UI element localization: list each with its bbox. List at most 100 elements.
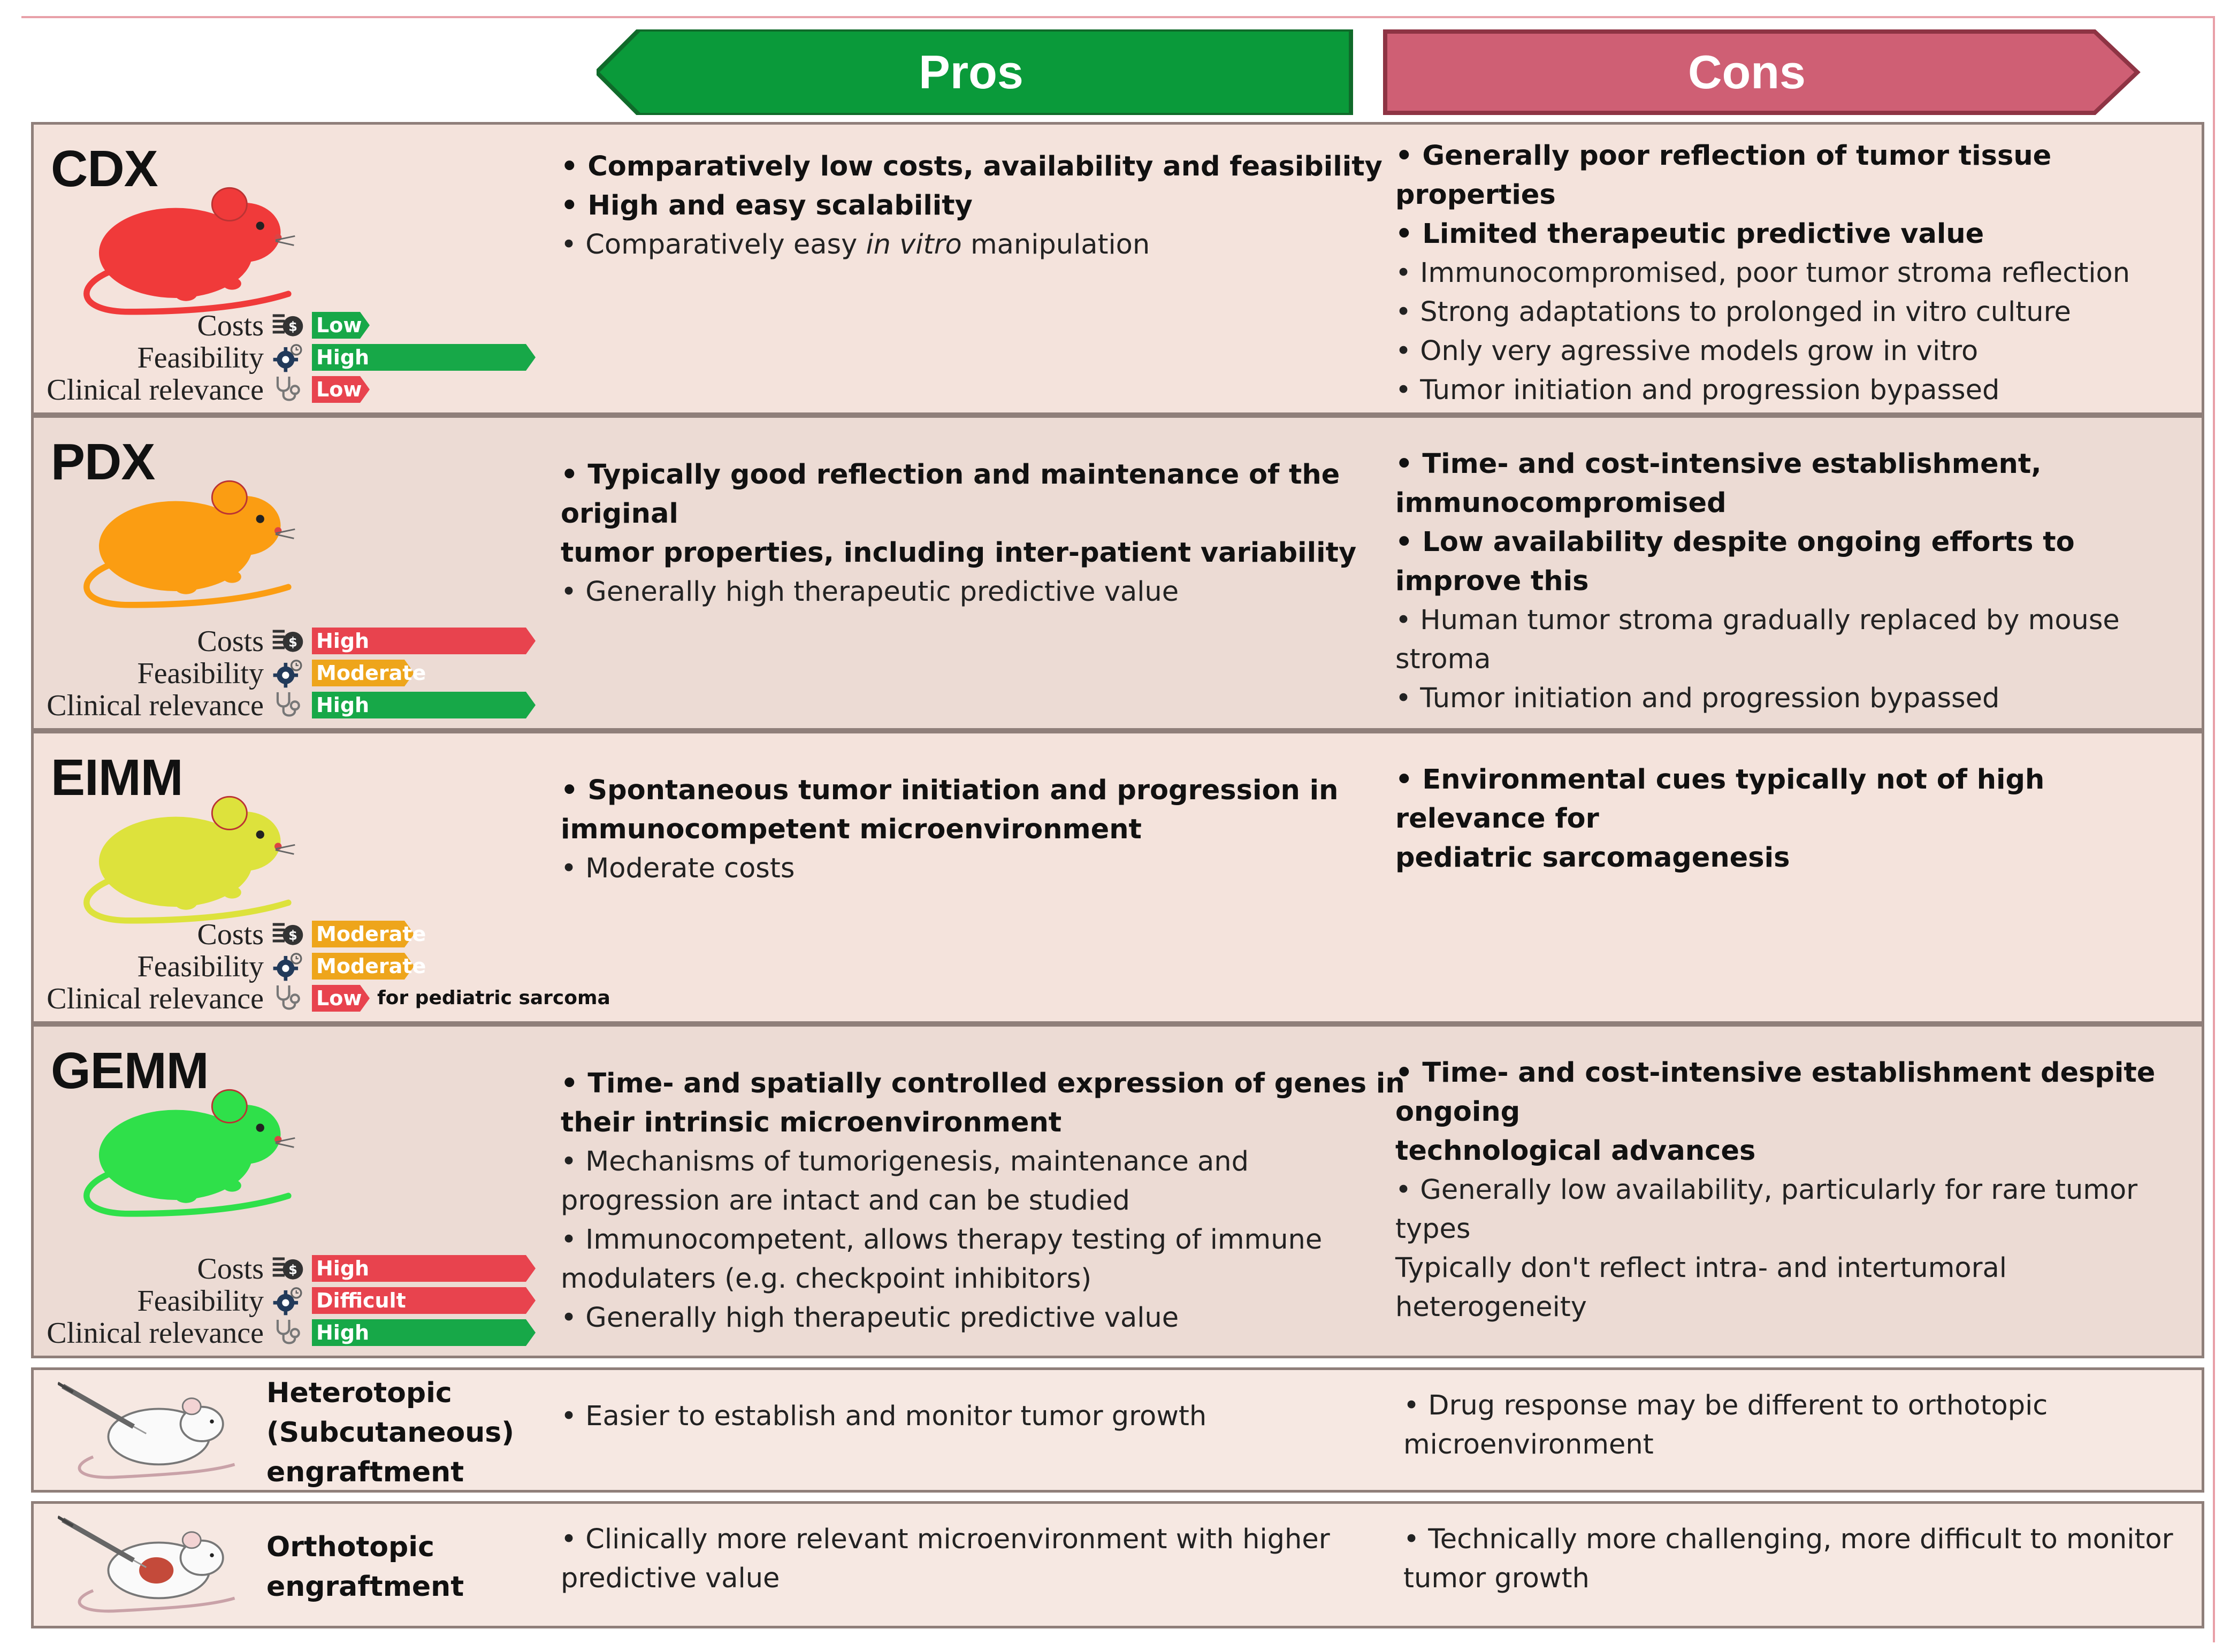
bullet-text: • Comparatively low costs, availability … [561,151,1382,182]
level-bar-clinical [312,692,536,718]
bullet-text: • Strong adaptations to prolonged in vit… [1395,296,2071,328]
bullet-text: tumor properties, including inter-patien… [561,537,1357,569]
level-label-costs: Low [316,313,362,337]
metric-label-clinical: Clinical relevance [47,1317,264,1350]
level-label-costs: High [316,629,370,653]
level-bar-feasibility [312,660,414,686]
level-label-feasibility: Difficult [316,1289,406,1312]
gear-icon [273,344,302,372]
bullet-text: • Spontaneous tumor initiation and progr… [561,775,1339,806]
pros-list: • Time- and spatially controlled express… [561,1064,1406,1337]
level-bar-feasibility [312,953,414,980]
mouse-icon [83,187,295,315]
pros-list: • Easier to establish and monitor tumor … [561,1397,1406,1436]
mouse-icon [83,1089,295,1217]
model-title: GEMM [51,1042,209,1099]
metric-label-feasibility: Feasibility [137,1284,264,1318]
bullet-text: • Generally low availability, particular… [1395,1174,2138,1245]
level-bar-clinical [312,985,370,1012]
stethoscope-icon [276,985,300,1010]
title-line: Orthotopic [266,1531,434,1563]
bullet-text: their intrinsic microenvironment [561,1107,1062,1138]
bullet-text: • Moderate costs [561,853,795,884]
pros-list: • Typically good reflection and maintena… [561,455,1406,611]
metric-label-clinical: Clinical relevance [47,982,264,1015]
syringe-mouse-icon [58,1515,235,1613]
level-bar-clinical [312,376,370,403]
engraftment-row-1: Orthotopic engraftment • Clinically more r… [31,1501,2204,1628]
pros-list: • Spontaneous tumor initiation and progr… [561,771,1406,888]
cons-header-label: Cons [1688,45,1806,98]
engraftment-title: Heterotopic (Subcutaneous) engraftment [266,1373,514,1492]
level-bar-costs [312,1255,536,1282]
figure-frame [21,16,2215,1642]
cons-header-arrow [1383,29,2141,115]
bullet-text: • Tumor initiation and progression bypas… [1395,683,2000,714]
level-bar-costs [312,312,370,339]
bullet-text: tumor growth [1403,1563,1590,1594]
engraftment-row-0: Heterotopic (Subcutaneous) engraftment • Ea… [31,1367,2204,1493]
model-title: EIMM [51,749,184,806]
bullet-text: • Typically good reflection and maintena… [561,459,1340,530]
svg-text:$: $ [288,1262,297,1277]
bullet-text: • Clinically more relevant microenvironm… [561,1524,1330,1555]
model-title: CDX [51,140,158,197]
bullet-text: • Low availability despite ongoing effor… [1395,526,2075,597]
bullet-text: • Generally poor reflection of tumor tis… [1395,140,2052,211]
bullet-text: • Immunocompetent, allows therapy testin… [561,1224,1323,1256]
level-label-clinical: High [316,1321,370,1344]
text-segment: manipulation [961,229,1150,261]
level-label-costs: High [316,1257,370,1280]
cons-list: • Generally poor reflection of tumor tis… [1395,136,2198,410]
mouse-icon [83,796,295,924]
title-line: Heterotopic [266,1377,452,1409]
title-line: (Subcutaneous) [266,1417,514,1449]
title-line: engraftment [266,1456,464,1488]
level-label-clinical: High [316,693,370,717]
bullet-text: progression are intact and can be studie… [561,1185,1130,1217]
gear-icon [273,953,302,981]
title-line: engraftment [266,1571,464,1603]
bullet-text: technological advances [1395,1135,1756,1167]
bullet-text: immunocompetent microenvironment [561,814,1142,845]
metric-label-clinical: Clinical relevance [47,373,264,407]
level-bar-feasibility [312,1287,536,1314]
cons-list: • Environmental cues typically not of hi… [1395,760,2198,877]
syringe-mouse-icon [58,1381,235,1479]
bullet-text: • Mechanisms of tumorigenesis, maintenan… [561,1146,1249,1177]
bullet-text: • Comparatively easy in vitro manipulati… [561,225,1406,264]
pros-header-arrow [597,29,1353,115]
metric-label-costs: Costs [197,625,264,658]
coins-icon: $ [272,1257,303,1280]
pros-list: • Clinically more relevant microenvironm… [561,1520,1406,1598]
clinical-note: for pediatric sarcoma [377,987,610,1009]
pros-header-label: Pros [919,45,1023,98]
engraftment-title: Orthotopic engraftment [266,1527,464,1607]
bullet-text: • High and easy scalability [561,190,973,221]
level-label-clinical: Low [316,378,362,401]
gear-icon [273,1287,302,1316]
italic-segment: in vitro [866,229,962,261]
bullet-text: • Time- and spatially controlled express… [561,1068,1405,1099]
bullet-text: • Generally high therapeutic predictive … [561,1302,1179,1334]
bullet-text: • Tumor initiation and progression bypas… [1395,374,2000,406]
stethoscope-icon [276,692,300,717]
level-bar-feasibility [312,344,536,371]
bullet-text: • Environmental cues typically not of hi… [1395,764,2045,835]
bullet-text: • Human tumor stroma gradually replaced … [1395,605,2120,675]
bullet-text: • Technically more challenging, more dif… [1403,1524,2173,1555]
model-title: PDX [51,433,155,491]
bullet-text: pediatric sarcomagenesis [1395,842,1790,874]
bullet-text: immunocompromised [1395,487,1727,519]
coins-icon: $ [272,630,303,652]
pros-list: • Comparatively low costs, availability … [561,147,1406,264]
level-label-feasibility: High [316,346,370,369]
metric-label-costs: Costs [197,1252,264,1286]
bullet-text: • Time- and cost-intensive establishment… [1395,1057,2156,1128]
metric-label-costs: Costs [197,918,264,951]
bullet-text: • Drug response may be different to orth… [1403,1390,2048,1421]
svg-text:$: $ [288,928,297,943]
metric-label-costs: Costs [197,309,264,342]
